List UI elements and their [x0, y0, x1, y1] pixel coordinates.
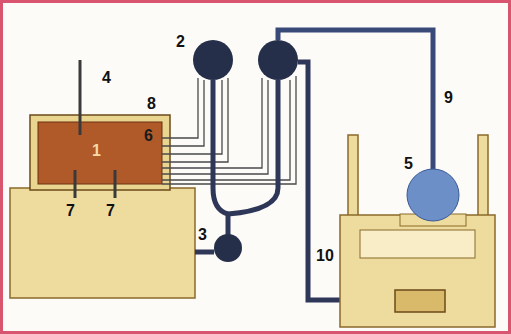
callout-number: 6: [142, 128, 155, 144]
outlet-pipe: [74, 170, 77, 198]
vessel-sphere: [214, 234, 242, 262]
callout-number: 3: [196, 227, 209, 243]
callout-number: 7: [104, 203, 117, 219]
callout-number: 7: [64, 203, 77, 219]
outlet-pipe: [114, 170, 117, 198]
furnace-wall: [348, 135, 358, 225]
furnace-wall: [478, 135, 488, 225]
base-block: [10, 188, 195, 298]
vessel-sphere: [258, 40, 298, 80]
collector-pipes: [195, 80, 278, 252]
callout-number: 5: [402, 156, 415, 172]
pipe: [298, 62, 340, 300]
callout-number: 4: [100, 70, 113, 86]
callout-number: 8: [145, 96, 158, 112]
flask-sphere: [407, 169, 459, 221]
callout-number: 10: [314, 248, 336, 264]
heated-chamber: [38, 122, 162, 184]
vessel-sphere: [193, 40, 233, 80]
callout-number: 2: [174, 34, 187, 50]
fire-door: [395, 290, 445, 312]
furnace-body: [340, 215, 495, 327]
furnace-cavity: [360, 230, 475, 258]
inlet-pipe: [79, 60, 82, 135]
box-frame: [30, 115, 170, 190]
callout-number: 1: [90, 143, 103, 159]
callout-number: 9: [442, 90, 455, 106]
